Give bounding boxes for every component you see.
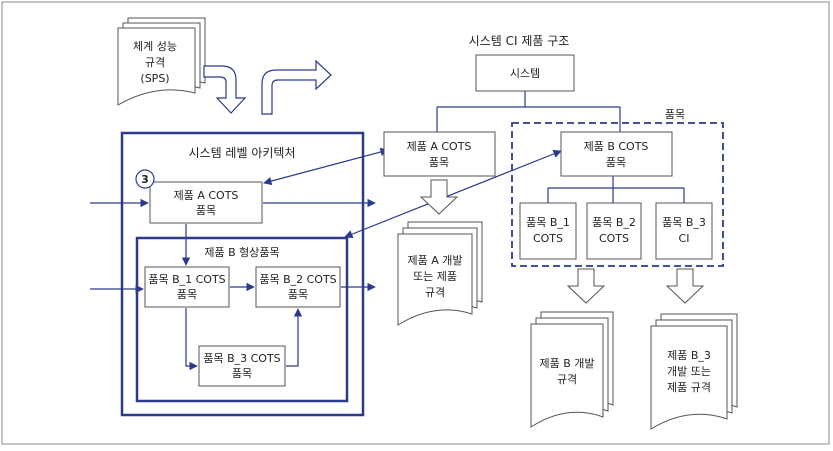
arch-b2-box (255, 266, 341, 308)
product-a-spec-line-2: 또는 제품 (413, 270, 457, 283)
b3-spec-line-3: 제품 규격 (667, 381, 711, 394)
arch-product-a-line-2: 품목 (196, 204, 216, 217)
b3-spec-document-icon: 제품 B_3 개발 또는 제품 규격 (650, 313, 738, 430)
product-b-config-box (135, 236, 349, 403)
ci-tree-connectors (436, 91, 685, 203)
sps-document-icon: 체계 성능 규격 (SPS) (117, 17, 206, 106)
product-a-spec-line-1: 제품 A 개발 (408, 254, 463, 267)
arch-b1-line-2: 품목 (177, 288, 197, 301)
product-a-spec-document-icon: 제품 A 개발 또는 제품 규격 (397, 221, 483, 326)
ci-b2-line-1: 품목 B_2 (592, 216, 636, 229)
ci-product-a-line-1: 제품 A COTS (407, 140, 472, 153)
outer-frame (1, 1, 830, 445)
ci-b3-line-1: 품목 B_3 (662, 216, 706, 229)
ci-item-group-box (511, 122, 724, 267)
sps-line-1: 체계 성능 (133, 40, 177, 53)
product-b-spec-line-2: 규격 (557, 373, 577, 386)
ci-b3-box (655, 202, 713, 260)
arch-b1-box (144, 266, 230, 308)
arch-b1-line-1: 품목 B_1 COTS (148, 273, 225, 286)
architecture-connectors (90, 147, 562, 371)
hollow-down-arrow-icon (203, 65, 247, 114)
arch-b3-line-1: 품목 B_3 COTS (203, 352, 280, 365)
product-b-spec-line-1: 제품 B 개발 (539, 357, 594, 370)
ci-b2-box (586, 202, 642, 260)
down-block-arrow-icon (566, 268, 606, 304)
ci-b1-line-1: 품목 B_1 (526, 216, 570, 229)
arch-b2-line-2: 품목 (288, 288, 308, 301)
down-block-arrow-icon (419, 179, 459, 215)
system-architecture-box (120, 131, 365, 417)
architecture-title: 시스템 레벨 아키텍처 (189, 146, 296, 160)
ci-b1-line-2: COTS (533, 232, 563, 245)
down-block-arrow-icon (665, 268, 705, 304)
ci-product-b-line-1: 제품 B COTS (584, 140, 649, 153)
arch-b3-box (198, 345, 286, 387)
ci-item-group-label: 품목 (665, 108, 685, 121)
ci-b2-line-2: COTS (599, 232, 629, 245)
product-a-spec-line-3: 규격 (425, 286, 445, 299)
arch-b2-line-1: 품목 B_2 COTS (259, 273, 336, 286)
ci-b1-box (519, 202, 577, 260)
ci-root-box (475, 54, 575, 92)
ci-product-b-box (560, 131, 673, 177)
sps-line-2: 규격 (145, 56, 165, 69)
step-marker (135, 169, 155, 189)
step-marker-number: 3 (141, 173, 149, 186)
b3-spec-line-1: 제품 B_3 (667, 349, 711, 362)
product-b-config-title: 제품 B 형상품목 (204, 246, 279, 259)
product-b-spec-document-icon: 제품 B 개발 규격 (530, 311, 614, 428)
arch-product-a-line-1: 제품 A COTS (174, 189, 239, 202)
ci-product-a-line-2: 품목 (429, 156, 449, 169)
ci-b3-line-2: CI (679, 232, 690, 245)
arch-product-a-box (149, 181, 263, 224)
ci-root-label: 시스템 (510, 67, 540, 80)
ci-product-b-line-2: 품목 (606, 156, 626, 169)
sps-line-3: (SPS) (140, 72, 169, 85)
ci-tree-title: 시스템 CI 제품 구조 (469, 34, 570, 48)
hollow-up-right-arrow-icon (261, 59, 332, 115)
ci-product-a-box (383, 131, 496, 177)
b3-spec-line-2: 개발 또는 (667, 365, 711, 378)
arch-b3-line-2: 품목 (232, 367, 252, 380)
